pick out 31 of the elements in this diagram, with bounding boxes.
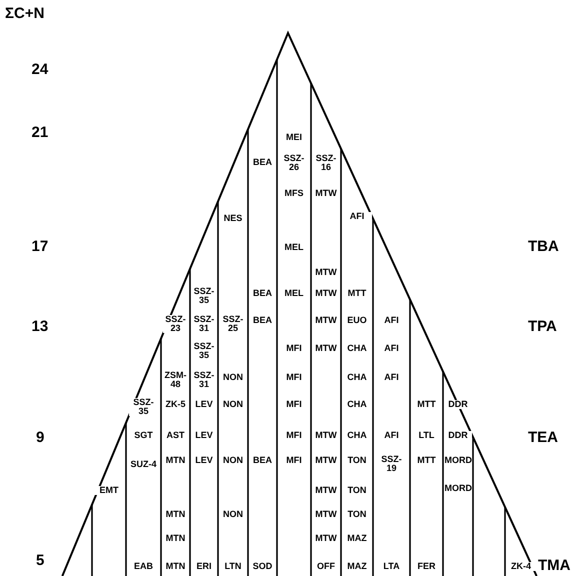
template-label: TPA [528,319,557,335]
tick-label: 17 [32,239,48,255]
framework-code: MTW [312,534,340,543]
framework-code: MTW [312,510,340,519]
template-label: TBA [528,239,559,255]
framework-code: SSZ-23 [162,314,188,334]
framework-code: ZK-5 [162,400,188,409]
framework-code: MORD [444,456,472,465]
framework-code: MTW [312,188,340,198]
template-label: TMA [538,558,570,574]
framework-code: MTW [312,456,340,465]
template-label: TEA [528,430,558,446]
framework-code: MTW [312,288,340,298]
tick-label: 21 [32,125,48,141]
framework-code: MTW [312,344,340,353]
tick-label: 13 [32,319,48,335]
framework-code: SSZ-35 [192,286,216,306]
tick-label: 9 [36,430,44,446]
framework-code: MTW [312,486,340,495]
framework-code: MORD [444,484,472,493]
framework-code: MTW [312,268,340,277]
framework-code: SSZ-31 [192,370,216,390]
framework-code: SUZ-4 [129,460,158,469]
framework-code: SSZ-31 [192,314,216,334]
tick-label: 24 [32,62,48,78]
framework-code: MTW [312,430,340,440]
framework-code: ZSM-48 [162,370,188,390]
tick-label: 5 [36,553,44,569]
framework-code: SSZ-35 [192,342,216,360]
axis-title: ΣC+N [5,6,44,22]
framework-code: MTW [312,316,340,325]
